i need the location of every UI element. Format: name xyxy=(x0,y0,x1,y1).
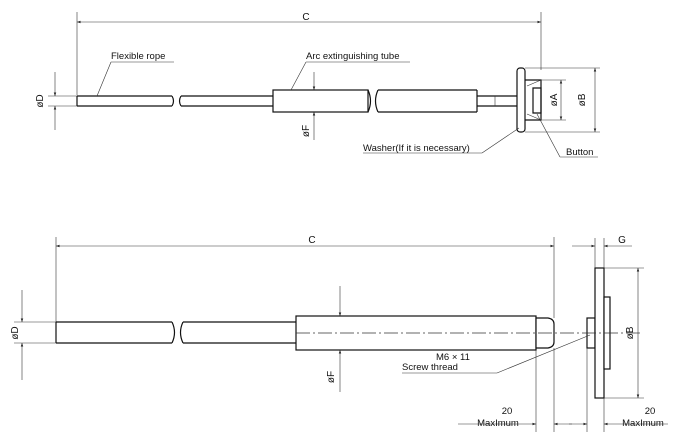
bottom-callout-thread: M6 × 11 Screw thread xyxy=(402,334,591,374)
max-right-text: MaxImum xyxy=(622,418,664,429)
bottom-dim-max-right: 20 MaxImum xyxy=(569,348,668,432)
label-thread-size: M6 × 11 xyxy=(436,352,470,363)
label-screw-thread: Screw thread xyxy=(402,362,458,373)
top-callout-washer: Washer(If it is necessary) xyxy=(363,127,520,154)
max-right-value: 20 xyxy=(645,406,656,417)
top-callout-button: Button xyxy=(536,113,598,158)
bottom-assembly-view: C øD xyxy=(10,235,668,432)
bottom-dim-b: øB xyxy=(604,267,644,399)
bottom-dim-f: øF xyxy=(326,286,342,392)
label-arc-tube: Arc extinguishing tube xyxy=(306,51,399,62)
bottom-dim-c-label: C xyxy=(308,235,315,246)
max-left-value: 20 xyxy=(502,406,513,417)
bottom-dim-g-label: G xyxy=(618,235,626,246)
bottom-dim-c: C xyxy=(55,235,555,322)
top-assembly-view: C xyxy=(35,12,600,158)
label-button: Button xyxy=(566,147,593,158)
top-dim-d: øD xyxy=(35,72,77,130)
bottom-dim-b-label: øB xyxy=(625,326,636,339)
top-washer-button xyxy=(516,67,542,133)
top-flexible-rope xyxy=(76,95,273,107)
top-stem xyxy=(477,95,517,107)
top-dim-a-label: øA xyxy=(549,93,560,106)
label-flexible-rope: Flexible rope xyxy=(111,51,165,62)
top-dim-c: C xyxy=(76,12,542,95)
top-dim-a: øA xyxy=(541,79,566,121)
top-dim-f: øF xyxy=(301,72,316,140)
bottom-dim-d-label: øD xyxy=(10,326,21,339)
top-dim-b-label: øB xyxy=(577,93,588,106)
top-dim-b: øB xyxy=(525,67,600,133)
label-washer: Washer(If it is necessary) xyxy=(363,143,470,154)
top-dim-d-label: øD xyxy=(35,94,46,107)
top-dim-f-label: øF xyxy=(301,125,312,137)
bottom-dim-d: øD xyxy=(10,290,56,380)
bottom-dim-max-left: 20 MaxImum xyxy=(458,348,572,432)
max-left-text: MaxImum xyxy=(477,418,519,429)
bottom-flexible-rope xyxy=(55,321,296,344)
top-dim-c-label: C xyxy=(302,12,309,23)
bottom-dim-f-label: øF xyxy=(326,371,337,383)
top-arc-tube xyxy=(272,89,478,113)
top-callout-tube: Arc extinguishing tube xyxy=(290,51,410,91)
top-callout-rope: Flexible rope xyxy=(96,51,174,97)
bottom-dim-g: G xyxy=(572,235,632,268)
